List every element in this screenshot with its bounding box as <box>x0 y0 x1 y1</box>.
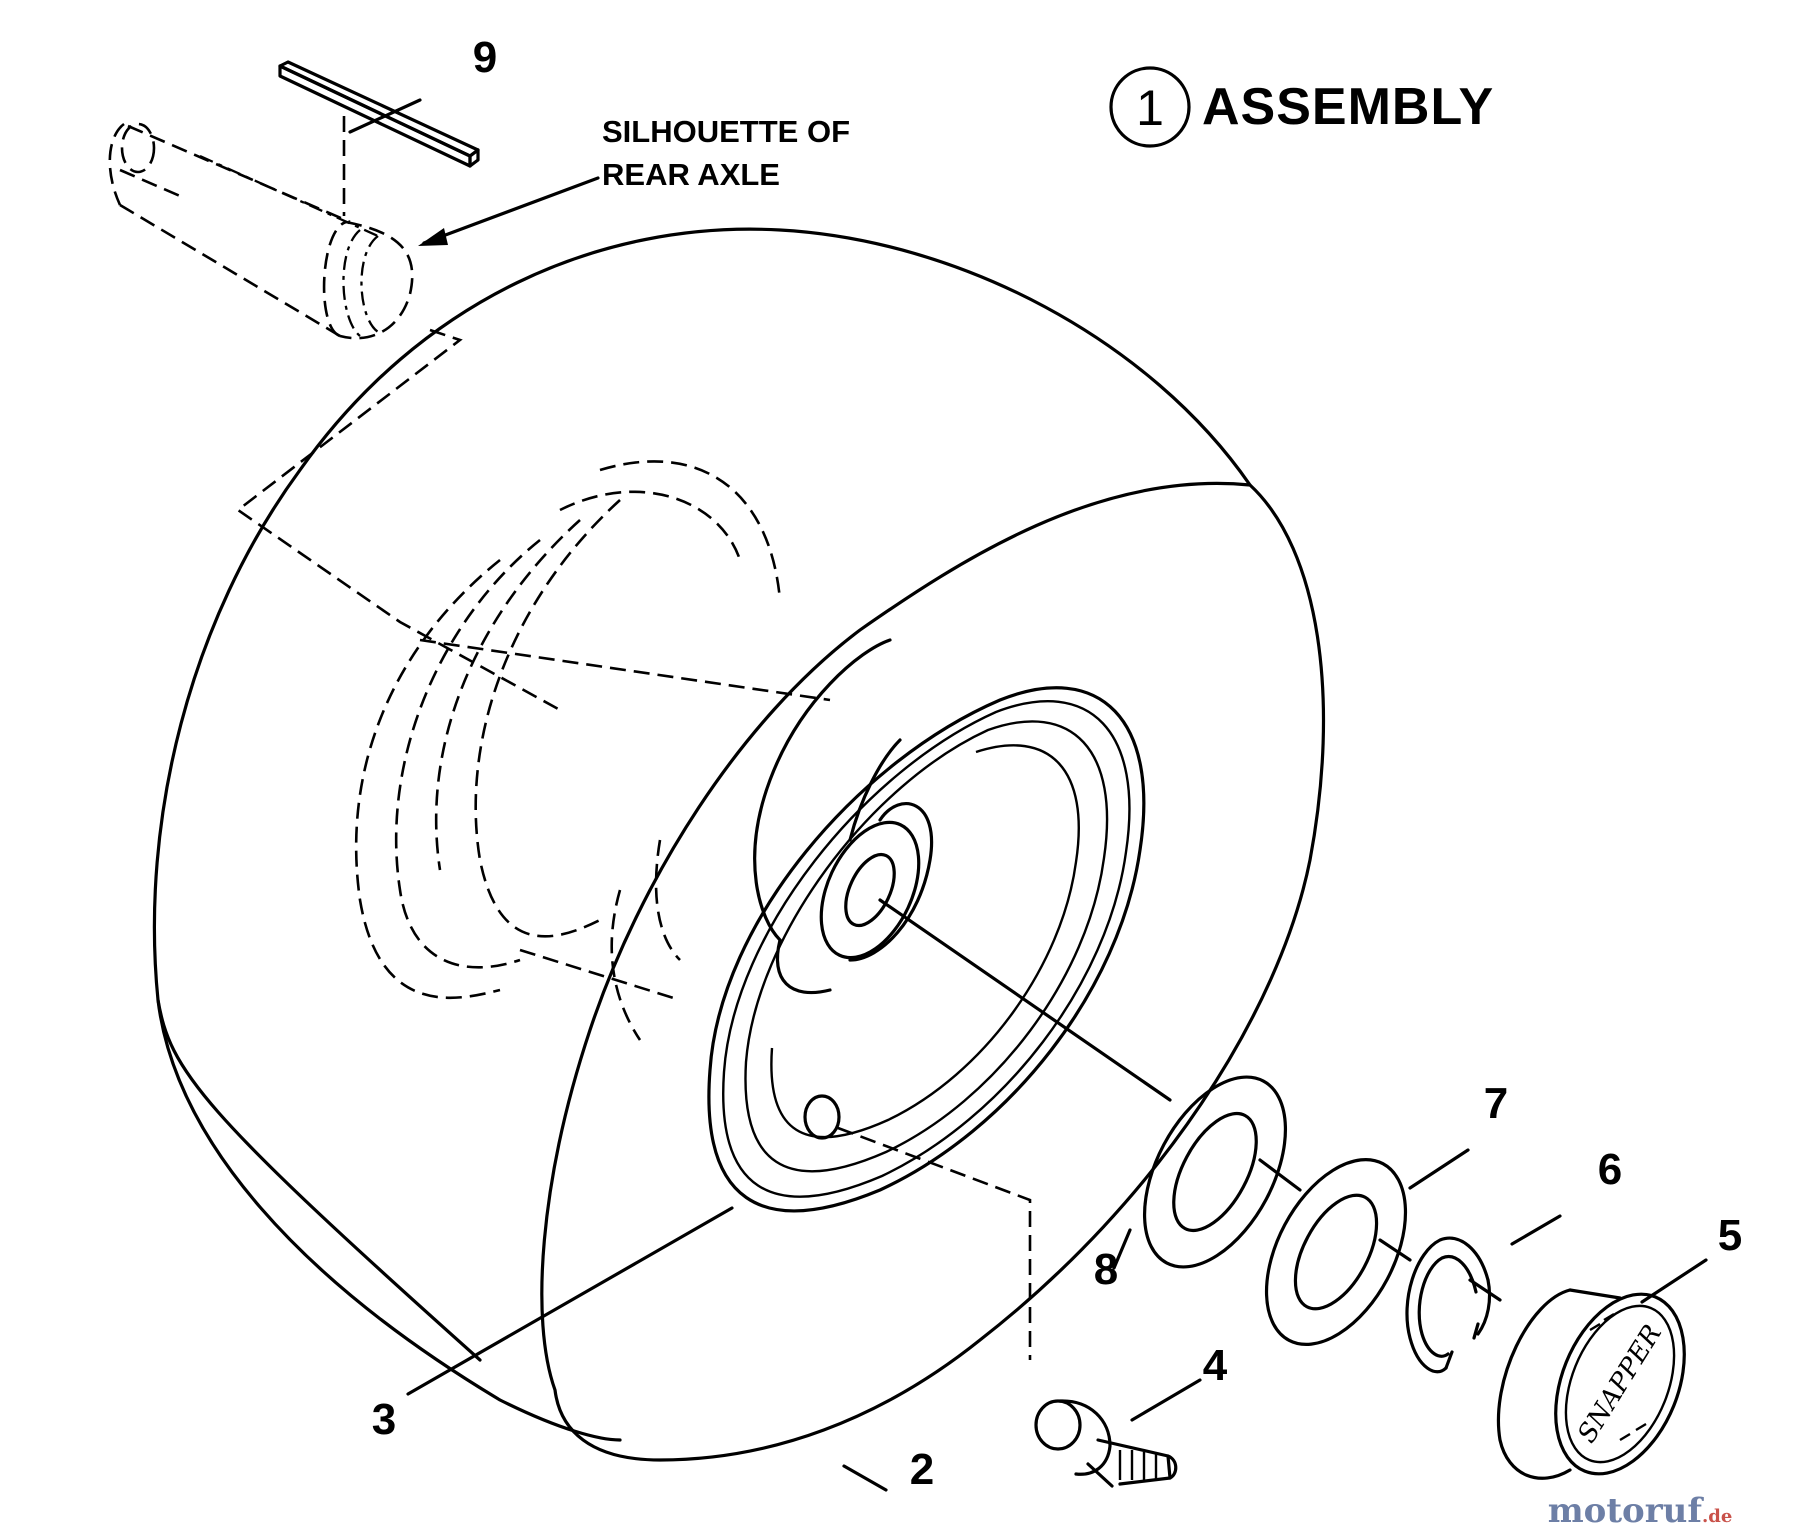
bearing-part: SNAPPER <box>1497 1288 1686 1480</box>
callout-8: 8 <box>1094 1245 1118 1294</box>
hub-bore <box>819 820 921 960</box>
watermark: motoruf.de <box>1548 1491 1733 1531</box>
rim-part <box>707 638 1146 1213</box>
valve-stem-part <box>1034 1399 1178 1488</box>
washer-8-part <box>1142 1075 1288 1269</box>
tire-sidewall <box>540 481 1326 1462</box>
axle-annotation: SILHOUETTE OF REAR AXLE <box>418 114 850 246</box>
bearing-logo: SNAPPER <box>1572 1320 1668 1449</box>
title-text: ASSEMBLY <box>1202 78 1494 136</box>
valve-hole <box>803 1094 841 1140</box>
annotation-arrow <box>422 176 600 245</box>
tire-outline <box>152 227 1252 1442</box>
svg-text:motoruf.de: motoruf.de <box>1548 1491 1733 1531</box>
callout-4: 4 <box>1203 1341 1228 1390</box>
key-part <box>278 60 480 168</box>
tire-part <box>152 227 1326 1462</box>
assembly-title: 1 ASSEMBLY <box>1109 66 1494 148</box>
axle-leader-dash <box>235 328 561 712</box>
callout-leaders <box>348 98 1708 1492</box>
watermark-suffix: .de <box>1702 1506 1732 1527</box>
rim-outer <box>707 686 1146 1213</box>
callout-3: 3 <box>372 1395 396 1444</box>
watermark-main: motoruf <box>1548 1491 1705 1531</box>
callout-2: 2 <box>910 1445 934 1494</box>
rear-axle-silhouette <box>108 122 414 340</box>
annotation-arrowhead <box>418 228 448 246</box>
tire-tread-edge <box>156 998 482 1362</box>
callout-6: 6 <box>1598 1145 1622 1194</box>
callout-numbers: 9 8 7 6 5 4 3 2 <box>372 33 1742 1494</box>
callout-7: 7 <box>1484 1079 1508 1128</box>
callout-5: 5 <box>1718 1211 1742 1260</box>
title-circle-number: 1 <box>1136 80 1164 136</box>
callout-9: 9 <box>473 33 497 82</box>
callout-circle <box>1109 66 1191 148</box>
annotation-line2: REAR AXLE <box>602 157 780 192</box>
hidden-rim-dashed <box>354 460 831 1041</box>
axle-centerline <box>878 898 1172 1102</box>
rim-hub <box>848 802 934 962</box>
washer-7-part <box>1264 1158 1408 1346</box>
valve-leader <box>837 1126 1032 1360</box>
annotation-line1: SILHOUETTE OF <box>602 114 850 149</box>
bearing-face <box>1554 1292 1686 1476</box>
retaining-ring-part <box>1405 1236 1492 1374</box>
